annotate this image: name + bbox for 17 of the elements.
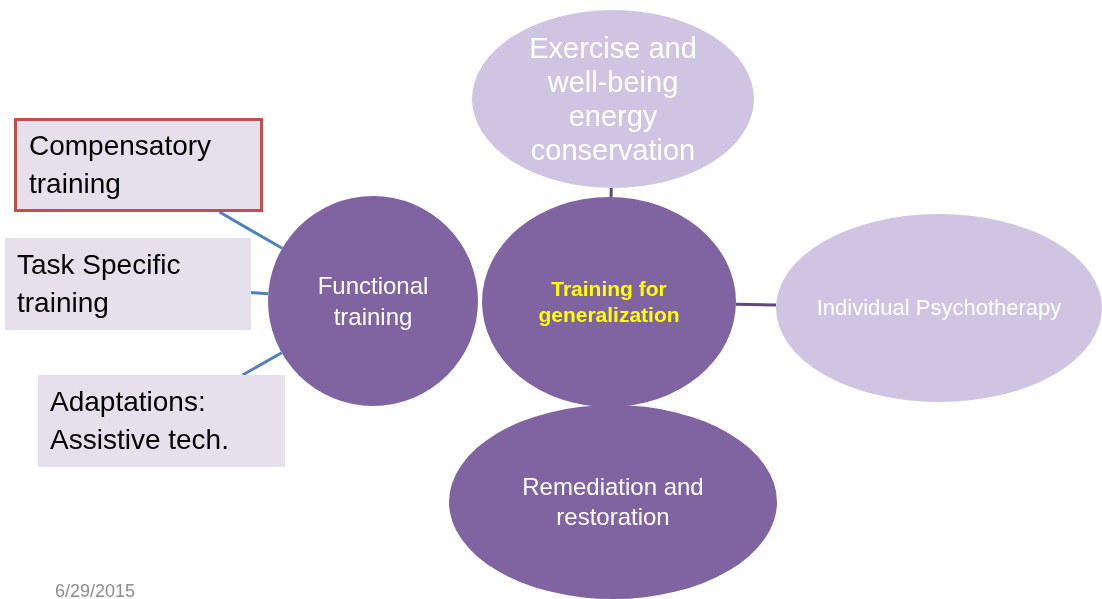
connector-line bbox=[609, 187, 613, 198]
text-box bbox=[14, 118, 263, 212]
node-text: Remediation and restoration bbox=[521, 472, 705, 532]
node-text: Training for generalization bbox=[537, 276, 681, 328]
node-text: Individual Psychotherapy bbox=[815, 294, 1063, 322]
node-text: Compensatory training bbox=[28, 129, 213, 201]
node-text: Exercise and well-being energy conservation bbox=[528, 31, 698, 167]
connector-line bbox=[250, 291, 269, 296]
connector-line bbox=[218, 210, 283, 250]
node-text: Functional training bbox=[316, 271, 430, 332]
text-box bbox=[38, 375, 285, 467]
text-box bbox=[5, 238, 251, 330]
connector-line bbox=[241, 351, 283, 377]
date-label: 6/29/2015 bbox=[55, 580, 136, 599]
node-text: Task Specific training bbox=[16, 248, 182, 320]
node-text: Adaptations: Assistive tech. bbox=[49, 385, 230, 457]
connector-line bbox=[735, 302, 777, 307]
